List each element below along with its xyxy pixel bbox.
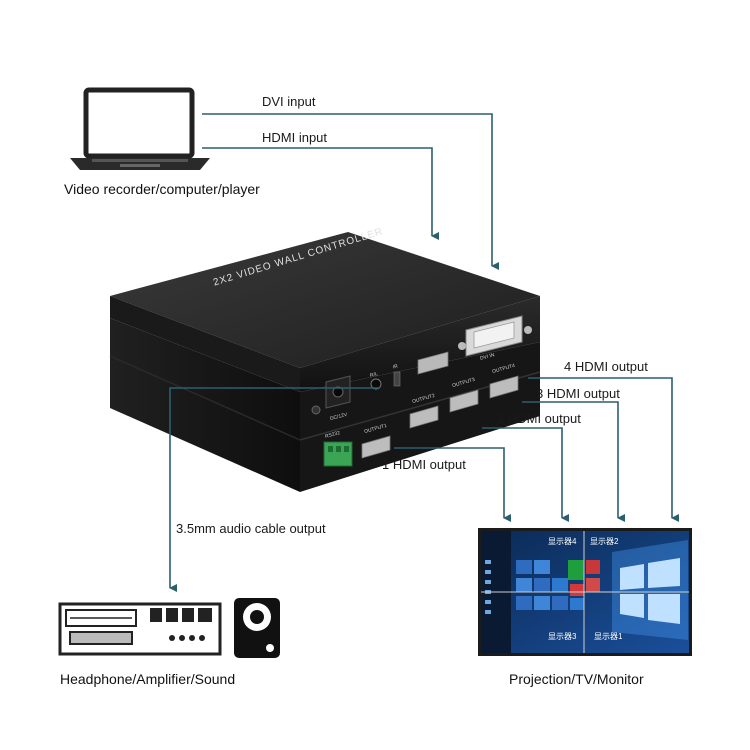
dvi-input-line bbox=[202, 113, 499, 270]
output-4-line bbox=[528, 377, 679, 522]
hdmi-output-port-2 bbox=[409, 405, 439, 429]
hdmi-output-port-4 bbox=[489, 375, 519, 399]
hdmi-output-port-1 bbox=[361, 435, 391, 459]
hdmi-in-port bbox=[417, 351, 449, 375]
laptop-icon bbox=[70, 87, 210, 170]
hdmi-output-port-3 bbox=[449, 389, 479, 413]
hdmi-input-line bbox=[202, 147, 439, 240]
screen-4-label: 显示器4 bbox=[548, 537, 577, 546]
screen-1-label: 显示器1 bbox=[594, 632, 623, 641]
output-2-label: 2 HDMI output bbox=[497, 411, 581, 426]
audio-jack bbox=[370, 378, 382, 390]
screw-icon bbox=[311, 405, 321, 415]
source-caption: Video recorder/computer/player bbox=[64, 181, 260, 197]
dvi-input-label: DVI input bbox=[262, 94, 316, 109]
audio-output-line bbox=[169, 387, 380, 592]
hdmi-input-label: HDMI input bbox=[262, 130, 328, 145]
amplifier-icon bbox=[58, 602, 222, 656]
output-3-label: 3 HDMI output bbox=[536, 386, 620, 401]
output-1-label: 1 HDMI output bbox=[382, 457, 466, 472]
hdmi-output-ports bbox=[361, 375, 519, 459]
audio-caption: Headphone/Amplifier/Sound bbox=[60, 671, 236, 687]
output-4-label: 4 HDMI output bbox=[564, 359, 648, 374]
monitor-video-wall-icon bbox=[478, 528, 692, 656]
output-1-line bbox=[394, 447, 511, 522]
display-caption: Projection/TV/Monitor bbox=[509, 671, 644, 687]
output-2-line bbox=[482, 427, 569, 522]
rs232-terminal bbox=[323, 441, 353, 467]
screen-3-label: 显示器3 bbox=[548, 632, 577, 641]
dc-power-jack bbox=[325, 375, 351, 409]
audio-output-label: 3.5mm audio cable output bbox=[176, 521, 326, 536]
output-3-line bbox=[522, 401, 625, 522]
ir-sensor bbox=[393, 371, 401, 387]
speaker-icon bbox=[234, 598, 280, 658]
dvi-port bbox=[458, 315, 532, 357]
screen-2-label: 显示器2 bbox=[590, 537, 619, 546]
